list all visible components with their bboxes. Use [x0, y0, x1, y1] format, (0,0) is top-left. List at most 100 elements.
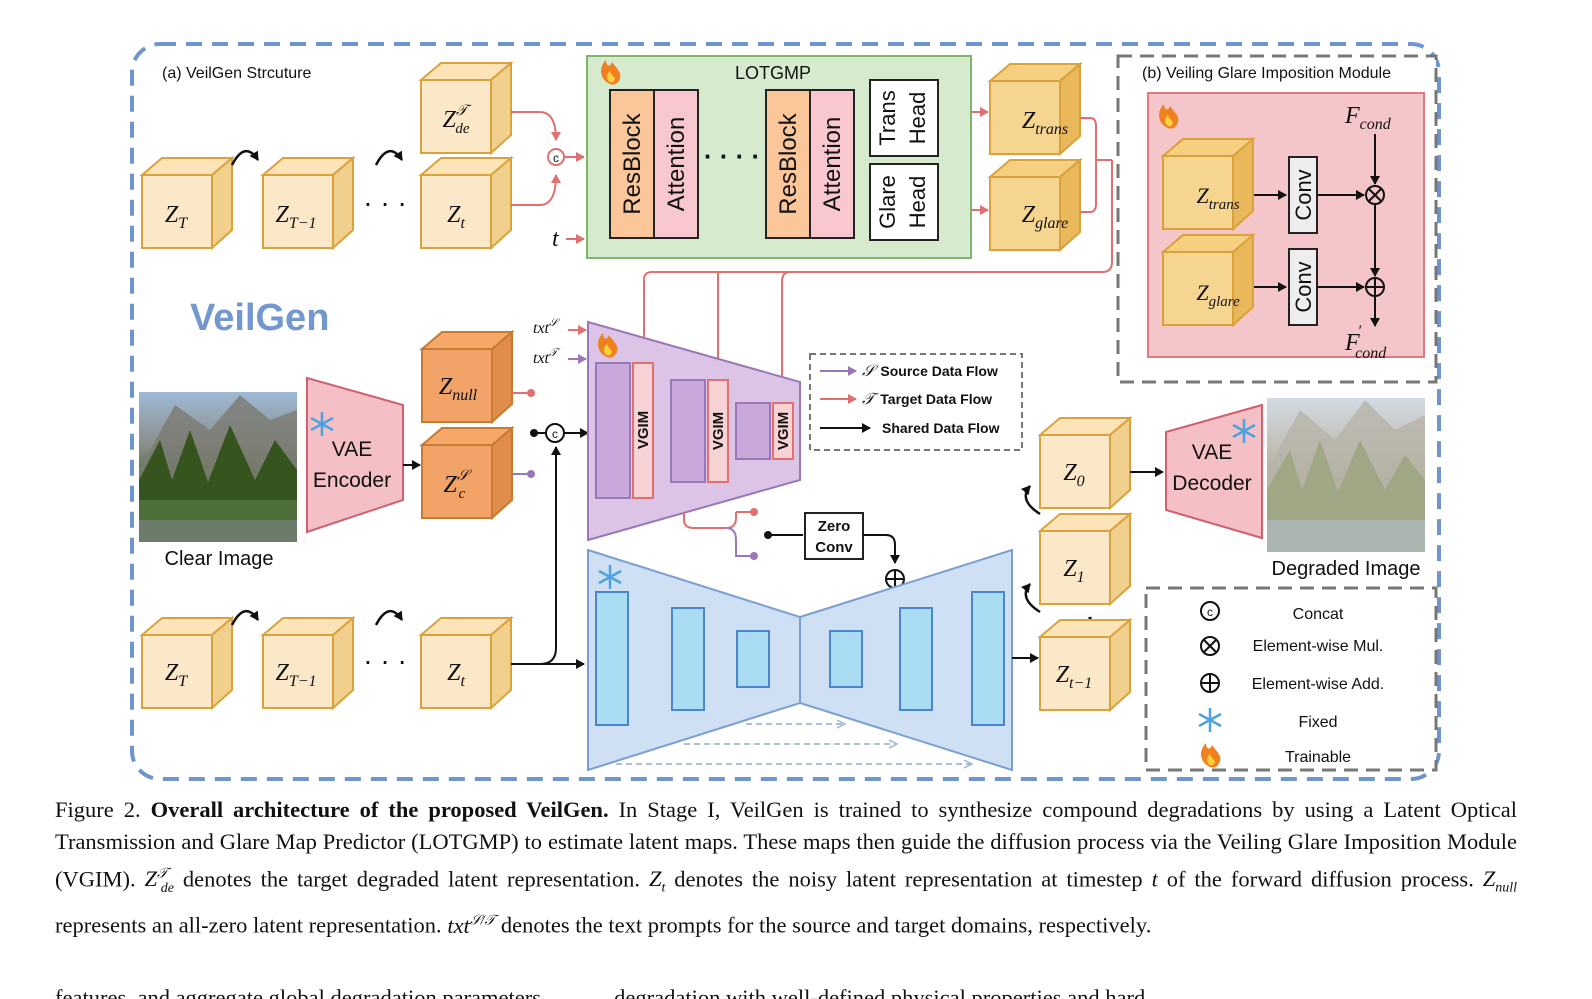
shared-flow-label: Shared Data Flow	[882, 420, 1000, 436]
figure-caption: Figure 2. Overall architecture of the pr…	[55, 797, 1518, 938]
svg-text:VAE: VAE	[1192, 441, 1232, 464]
f-cond-prime-label: F′cond	[1344, 323, 1387, 362]
zt-to-concat	[539, 446, 561, 665]
svg-text:Attention: Attention	[819, 117, 846, 212]
t-label: t	[552, 226, 560, 252]
encoder-feature-3	[735, 402, 771, 460]
svg-text:Zt: Zt	[447, 660, 465, 690]
cube-z-glare: Zglare	[987, 157, 1083, 253]
cube-z-0: Z0	[1037, 415, 1133, 511]
svg-text:Glare: Glare	[875, 175, 900, 229]
architecture-diagram: (a) VeilGen Strcuture VeilGen (b) Veilin…	[130, 42, 1441, 781]
f-cond-label: Fcond	[1344, 103, 1392, 133]
timestep-arrow-1	[230, 150, 260, 166]
unet-block	[899, 607, 933, 711]
maps-merge-line	[644, 117, 1113, 360]
unet-block	[671, 607, 705, 711]
lotgmp-block-1: ResBlock Attention	[609, 89, 699, 239]
svg-text:Ztrans: Ztrans	[1022, 108, 1068, 138]
svg-text:Head: Head	[905, 92, 930, 145]
unet-block	[595, 591, 629, 726]
cube-vgim-z-trans: Ztrans	[1160, 136, 1256, 232]
zde-to-concat	[511, 111, 561, 141]
svg-text:Zero: Zero	[818, 518, 851, 535]
encoder-feature-2	[670, 379, 706, 483]
mul-icon	[1200, 636, 1220, 656]
denoise-arrow-1	[1020, 485, 1041, 516]
cube-z-null: Znull	[419, 329, 515, 425]
vgim-block-2: VGIM	[707, 379, 729, 483]
timestep-arrow-3	[230, 610, 260, 626]
svg-text:VGIM: VGIM	[710, 412, 727, 450]
svg-text:Zglare: Zglare	[1022, 202, 1069, 232]
conv-block-1: Conv	[1288, 156, 1318, 234]
denoise-arrow-2	[1020, 583, 1041, 614]
svg-text:Ztrans: Ztrans	[1196, 183, 1239, 213]
legend-trainable: Trainable	[1285, 749, 1351, 766]
snowflake-icon	[1232, 419, 1256, 443]
fire-icon	[1159, 104, 1179, 129]
timestep-arrow-4	[374, 610, 404, 626]
encoder-feature-1	[595, 362, 631, 499]
svg-text:ResBlock: ResBlock	[775, 112, 802, 214]
vgim-block-1: VGIM	[632, 362, 654, 499]
svg-text:Conv: Conv	[1291, 169, 1316, 220]
add-symbol	[1365, 277, 1385, 297]
degraded-image	[1267, 398, 1425, 552]
add-icon	[1200, 673, 1220, 693]
svg-text:Conv: Conv	[815, 539, 853, 556]
svg-text:c: c	[553, 151, 559, 165]
glare-head: Glare Head	[869, 163, 939, 241]
zt-to-concat	[511, 174, 561, 206]
svg-text:ResBlock: ResBlock	[619, 112, 646, 214]
snowflake-icon	[1198, 708, 1222, 732]
zero-conv: Zero Conv	[804, 512, 864, 560]
svg-text:Zt−1: Zt−1	[1056, 662, 1093, 692]
svg-text:Z0: Z0	[1063, 460, 1084, 490]
unet-block	[829, 630, 863, 688]
conv-block-2: Conv	[1288, 248, 1318, 326]
lotgmp-title: LOTGMP	[735, 63, 811, 83]
unet-block	[971, 591, 1005, 726]
cube-z-1: Z1	[1037, 511, 1133, 607]
trans-head: Trans Head	[869, 79, 939, 157]
panel-b-title: (b) Veiling Glare Imposition Module	[1142, 65, 1391, 82]
clear-image-label: Clear Image	[165, 548, 274, 570]
svg-text:Zt: Zt	[447, 202, 465, 232]
svg-text:c: c	[1207, 605, 1213, 619]
veilgen-frame	[130, 42, 1441, 781]
svg-text:c: c	[552, 427, 558, 441]
svg-text:Encoder: Encoder	[313, 469, 391, 492]
cube-z-T-top: ZT	[139, 155, 235, 251]
lotgmp-ellipsis: · · · ·	[704, 141, 760, 171]
snowflake-icon	[310, 412, 334, 436]
legend-concat: Concat	[1293, 606, 1344, 623]
next-paragraph-cutoff: features, and aggregate global degradati…	[55, 985, 1163, 999]
vae-decoder: VAE Decoder	[1165, 403, 1263, 540]
unet-block	[736, 630, 770, 688]
maps-to-vgim-3	[777, 271, 791, 399]
symbol-legend	[1144, 586, 1438, 772]
svg-text:ZT−1: ZT−1	[275, 660, 316, 690]
vgim-block-3: VGIM	[772, 402, 794, 460]
svg-text:Head: Head	[905, 176, 930, 229]
cube-vgim-z-glare: Zglare	[1160, 232, 1256, 328]
ellipsis-top: · · ·	[363, 187, 407, 218]
svg-text:Zglare: Zglare	[1196, 280, 1240, 310]
ellipsis-bottom: · · ·	[363, 645, 407, 676]
svg-text:Trans: Trans	[875, 90, 900, 145]
txt-t-label: txt𝒯	[533, 347, 561, 367]
svg-text:Z1: Z1	[1063, 556, 1084, 586]
svg-text:VGIM: VGIM	[775, 412, 792, 450]
timestep-arrow-2	[374, 150, 404, 166]
svg-text:ZT: ZT	[165, 660, 188, 690]
cube-z-T-bottom: ZT	[139, 615, 235, 711]
cube-z-t-minus-1: Zt−1	[1037, 617, 1133, 713]
cube-z-T1-bottom: ZT−1	[260, 615, 356, 711]
veilgen-label: VeilGen	[190, 297, 329, 339]
lotgmp-block-2: ResBlock Attention	[765, 89, 855, 239]
svg-text:VGIM: VGIM	[635, 411, 652, 449]
